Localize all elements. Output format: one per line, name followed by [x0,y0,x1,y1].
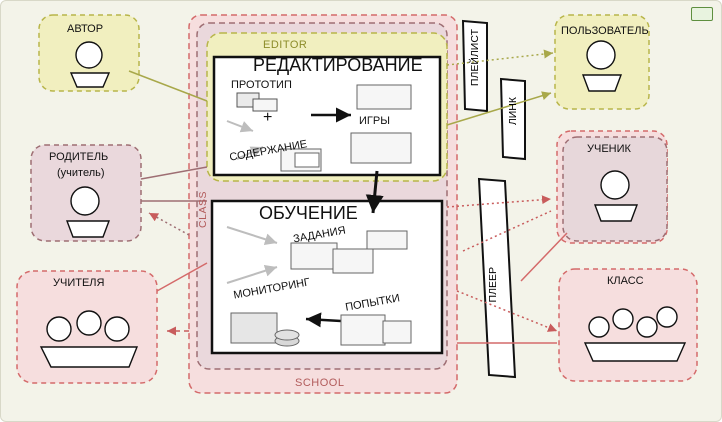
author-to-editor-line [128,70,208,102]
editor-title: РЕДАКТИРОВАНИЕ [253,55,423,75]
class-to-student-arrow [446,195,552,208]
monitoring-icon [230,312,300,347]
user-person-icon [581,40,623,92]
parent-sublabel: (учитель) [57,167,105,179]
editor-inner-arrow-1 [226,120,254,133]
editor-inner-arrow-2 [236,146,264,160]
learning-title: ОБУЧЕНИЕ [259,203,358,223]
user-label: ПОЛЬЗОВАТЕЛЬ [561,25,649,37]
learning-inner-arrow-1 [226,226,278,246]
player-bar [477,177,517,379]
player-to-student-line [462,210,552,252]
attempts-to-monitoring-arrow [305,312,342,328]
player-label: ПЛЕЕР [487,267,499,303]
parent-person-icon [65,186,111,238]
games-icon [350,84,412,164]
parent-label: РОДИТЕЛЬ [49,151,109,163]
playlist-bar [461,19,488,113]
author-person-icon [69,41,111,88]
attempts-icon [340,314,412,346]
window-badge-icon [691,7,713,21]
prototype-label: ПРОТОТИП [231,79,292,91]
class-zone-label: CLASS [197,191,209,228]
plus-label: + [263,109,273,126]
parent-to-editor-line [140,166,208,180]
playlist-label: ПЛЕЙЛИСТ [469,29,481,87]
author-label: АВТОР [67,23,104,35]
teachers-to-class-line [156,262,208,292]
editor-to-learning-arrow [365,170,384,214]
teachers-people-icon [39,310,139,368]
link-to-user-arrow [446,91,552,126]
tasks-icon [290,230,408,274]
class-people-icon [583,306,687,362]
player-to-student-line-2 [520,232,568,282]
link-bar [499,77,526,161]
link-label: ЛИНК [507,97,519,126]
class-label: КЛАСС [607,275,644,287]
games-label: ИГРЫ [359,115,390,127]
learning-inner-arrow-2 [226,264,278,284]
student-label: УЧЕНИК [587,143,631,155]
editor-zone-label: EDITOR [263,39,308,51]
school-zone-label: SCHOOL [295,377,345,389]
prototype-icon [236,92,278,112]
student-person-icon [593,170,639,222]
teachers-label: УЧИТЕЛЯ [53,277,105,289]
content-icon [280,148,322,172]
class-to-parent-arrow [148,212,190,236]
